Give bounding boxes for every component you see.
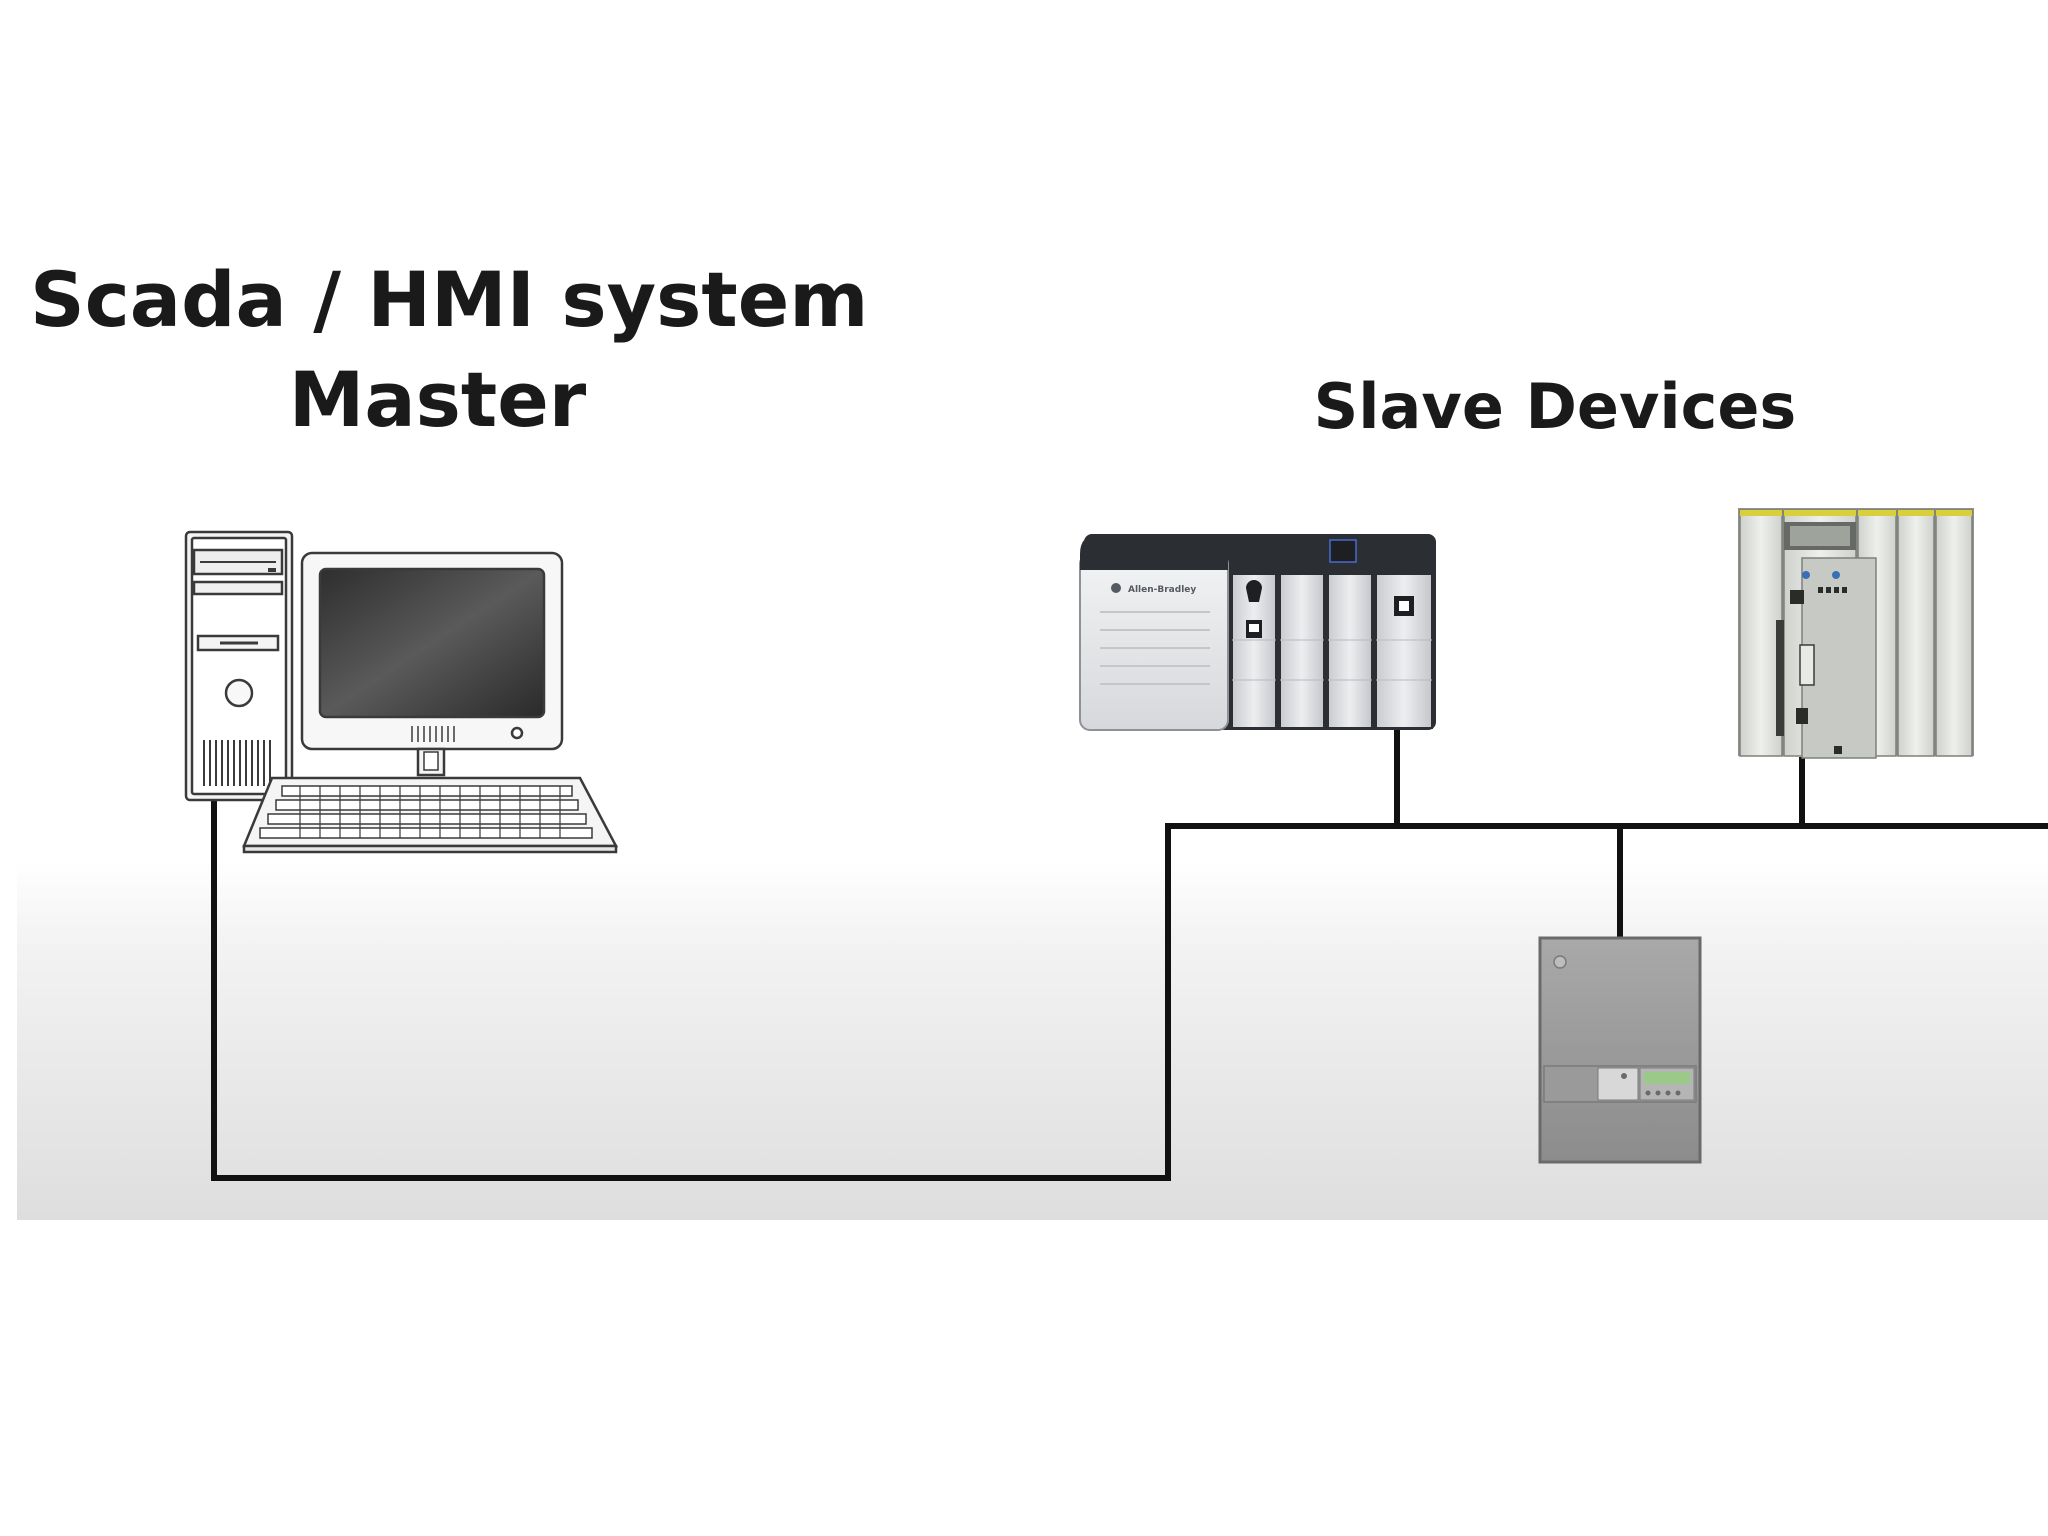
bus-line — [211, 797, 2048, 1181]
master-title-line1: Scada / HMI system — [30, 255, 869, 344]
plc-modules — [1231, 539, 1433, 729]
modular-plc-icon — [1738, 508, 1974, 759]
desktop-computer-icon — [184, 530, 619, 854]
master-title: Scada / HMI system Master — [30, 250, 869, 450]
network-cable — [211, 725, 2048, 1181]
plc-rack-icon: Allen-Bradley — [1079, 534, 1436, 731]
computer-tower — [184, 530, 294, 802]
plc-brand-label: Allen-Bradley — [1128, 585, 1196, 595]
slave-devices-title: Slave Devices — [1313, 370, 1797, 443]
control-panel-icon — [1538, 936, 1702, 1164]
computer-monitor — [300, 551, 564, 777]
computer-keyboard — [242, 776, 619, 854]
master-title-line2: Master — [288, 355, 587, 444]
